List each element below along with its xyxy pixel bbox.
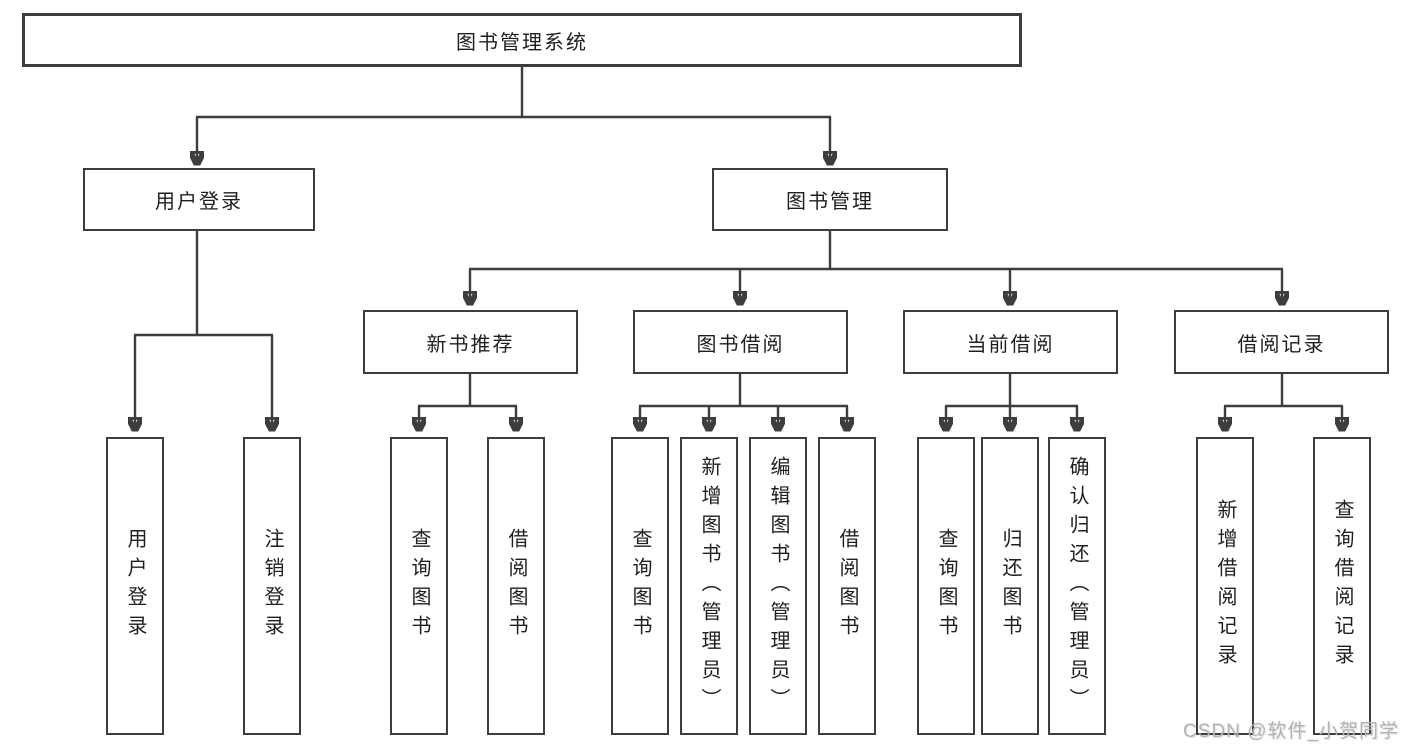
node-current-borrowing-label: 当前借阅 bbox=[966, 333, 1055, 356]
node-root: 图书管理系统 bbox=[22, 13, 1022, 67]
watermark-text: CSDN @软件_小贺同学 bbox=[1183, 721, 1399, 742]
leaf-confirm-return-admin-label: 确认归还（管理员） bbox=[1066, 455, 1088, 717]
leaf-return-books: 归还图书 bbox=[981, 437, 1039, 735]
node-book-borrowing-label: 图书借阅 bbox=[696, 333, 785, 356]
leaf-return-books-label: 归还图书 bbox=[999, 528, 1021, 644]
leaf-query-borrow-record: 查询借阅记录 bbox=[1313, 437, 1371, 735]
node-book-management-label: 图书管理 bbox=[786, 191, 874, 213]
node-user-login-label: 用户登录 bbox=[155, 191, 243, 213]
leaf-confirm-return-admin: 确认归还（管理员） bbox=[1048, 437, 1106, 735]
leaf-add-borrow-record-label: 新增借阅记录 bbox=[1214, 499, 1236, 673]
node-borrowing-records: 借阅记录 bbox=[1174, 310, 1389, 374]
leaf-add-books-admin-label: 新增图书（管理员） bbox=[698, 455, 720, 717]
leaf-logout: 注销登录 bbox=[243, 437, 301, 735]
leaf-user-login: 用户登录 bbox=[106, 437, 164, 735]
leaf-borrow-books-recommend-label: 借阅图书 bbox=[505, 528, 527, 644]
node-current-borrowing: 当前借阅 bbox=[903, 310, 1118, 374]
leaf-query-books-recommend-label: 查询图书 bbox=[408, 528, 430, 644]
node-new-book-recommend: 新书推荐 bbox=[363, 310, 578, 374]
node-new-book-recommend-label: 新书推荐 bbox=[426, 333, 515, 356]
leaf-logout-label: 注销登录 bbox=[261, 528, 283, 644]
leaf-query-books-current: 查询图书 bbox=[917, 437, 975, 735]
leaf-query-books-borrowing: 查询图书 bbox=[611, 437, 669, 735]
node-borrowing-records-label: 借阅记录 bbox=[1237, 333, 1326, 356]
leaf-edit-books-admin-label: 编辑图书（管理员） bbox=[767, 455, 789, 717]
leaf-query-books-borrowing-label: 查询图书 bbox=[629, 528, 651, 644]
leaf-add-books-admin: 新增图书（管理员） bbox=[680, 437, 738, 735]
leaf-query-books-current-label: 查询图书 bbox=[935, 528, 957, 644]
leaf-edit-books-admin: 编辑图书（管理员） bbox=[749, 437, 807, 735]
node-book-management: 图书管理 bbox=[712, 168, 948, 231]
leaf-borrow-books-borrowing: 借阅图书 bbox=[818, 437, 876, 735]
leaf-query-borrow-record-label: 查询借阅记录 bbox=[1331, 499, 1353, 673]
leaf-borrow-books-recommend: 借阅图书 bbox=[487, 437, 545, 735]
leaf-user-login-label: 用户登录 bbox=[124, 528, 146, 644]
node-book-borrowing: 图书借阅 bbox=[633, 310, 848, 374]
node-root-label: 图书管理系统 bbox=[456, 31, 588, 54]
leaf-query-books-recommend: 查询图书 bbox=[390, 437, 448, 735]
node-user-login: 用户登录 bbox=[83, 168, 315, 231]
leaf-add-borrow-record: 新增借阅记录 bbox=[1196, 437, 1254, 735]
leaf-borrow-books-borrowing-label: 借阅图书 bbox=[836, 528, 858, 644]
